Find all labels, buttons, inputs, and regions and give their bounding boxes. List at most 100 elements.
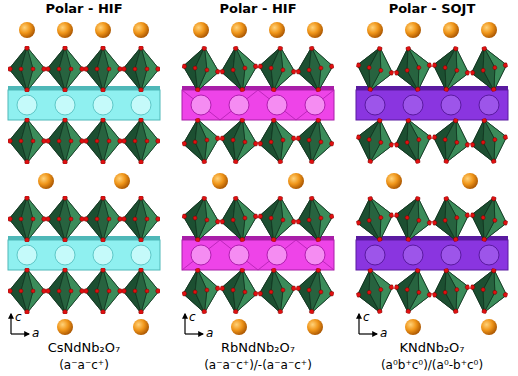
cation-sphere bbox=[481, 319, 497, 335]
structure-panel bbox=[8, 22, 161, 335]
structure-panel bbox=[178, 22, 337, 335]
octahedron bbox=[46, 118, 85, 165]
octahedron bbox=[427, 114, 475, 168]
axis-arrow bbox=[185, 333, 203, 334]
axis-arrow bbox=[10, 314, 11, 334]
layer-band-top bbox=[182, 86, 334, 90]
a-site-atom bbox=[17, 95, 37, 115]
cation-sphere bbox=[231, 22, 247, 38]
octahedron bbox=[122, 196, 161, 243]
cation-sphere bbox=[386, 173, 402, 189]
cation-sphere bbox=[307, 22, 323, 38]
a-site-atom bbox=[267, 95, 287, 115]
layer-band-top bbox=[182, 236, 334, 240]
cation-sphere bbox=[405, 22, 421, 38]
octahedron bbox=[178, 265, 223, 317]
cation-sphere bbox=[212, 173, 228, 189]
axis-arrow bbox=[184, 314, 185, 334]
octahedron bbox=[178, 43, 223, 95]
octahedron bbox=[254, 43, 299, 95]
octahedron bbox=[427, 42, 475, 96]
octahedron bbox=[389, 264, 437, 318]
panel-title: Polar - SOJT bbox=[389, 1, 476, 17]
tilt-pattern: (a⁰b⁺c⁰)/(a⁰-b⁺c⁰) bbox=[381, 358, 483, 372]
cation-sphere bbox=[38, 173, 54, 189]
octahedron bbox=[465, 264, 513, 318]
octahedron bbox=[46, 196, 85, 243]
axis-arrow bbox=[358, 314, 359, 334]
axis-label: a bbox=[206, 326, 213, 340]
octahedron bbox=[46, 268, 85, 315]
a-site-atom bbox=[403, 245, 423, 265]
cation-sphere bbox=[57, 319, 73, 335]
octahedron bbox=[216, 193, 261, 245]
structure-panel bbox=[351, 22, 513, 335]
layer-band bbox=[356, 90, 508, 120]
axis-arrow bbox=[11, 333, 29, 334]
octahedron bbox=[84, 196, 123, 243]
octahedron bbox=[351, 264, 399, 318]
cation-sphere bbox=[481, 22, 497, 38]
cation-sphere bbox=[462, 173, 478, 189]
cation-sphere bbox=[133, 22, 149, 38]
compound-formula: KNdNb₂O₇ bbox=[399, 340, 464, 356]
octahedron bbox=[351, 42, 399, 96]
cation-sphere bbox=[443, 22, 459, 38]
octahedron bbox=[216, 43, 261, 95]
cation-sphere bbox=[133, 319, 149, 335]
layer-band bbox=[182, 90, 334, 120]
cation-sphere bbox=[95, 22, 111, 38]
cation-sphere bbox=[307, 319, 323, 335]
octahedron bbox=[84, 268, 123, 315]
a-site-atom bbox=[479, 95, 499, 115]
octahedron bbox=[46, 46, 85, 93]
a-site-atom bbox=[229, 95, 249, 115]
axis-label: c bbox=[15, 310, 22, 324]
cation-sphere bbox=[288, 173, 304, 189]
a-site-atom bbox=[305, 245, 325, 265]
octahedron bbox=[292, 193, 337, 245]
octahedron bbox=[427, 192, 475, 246]
a-site-atom bbox=[17, 245, 37, 265]
a-site-atom bbox=[131, 245, 151, 265]
compound-formula: RbNdNb₂O₇ bbox=[221, 340, 295, 356]
a-site-atom bbox=[131, 95, 151, 115]
a-site-atom bbox=[93, 245, 113, 265]
cation-sphere bbox=[193, 22, 209, 38]
a-site-atom bbox=[403, 95, 423, 115]
octahedron bbox=[351, 192, 399, 246]
octahedron bbox=[254, 265, 299, 317]
a-site-atom bbox=[441, 95, 461, 115]
octahedron bbox=[254, 193, 299, 245]
a-site-atom bbox=[191, 245, 211, 265]
octahedron bbox=[216, 115, 261, 167]
a-site-atom bbox=[191, 95, 211, 115]
tilt-pattern: (a⁻a⁻c⁺) bbox=[59, 358, 109, 372]
layer-band bbox=[8, 90, 160, 120]
a-site-atom bbox=[479, 245, 499, 265]
a-site-atom bbox=[365, 95, 385, 115]
octahedron bbox=[351, 114, 399, 168]
band-edge bbox=[182, 240, 334, 270]
panel-title: Polar - HIF bbox=[219, 1, 296, 17]
a-site-atom bbox=[365, 245, 385, 265]
octahedron bbox=[389, 192, 437, 246]
axis-label: a bbox=[32, 326, 39, 340]
octahedron bbox=[8, 268, 47, 315]
octahedron bbox=[292, 265, 337, 317]
cation-sphere bbox=[19, 22, 35, 38]
octahedron bbox=[178, 193, 223, 245]
octahedron bbox=[178, 115, 223, 167]
cation-sphere bbox=[269, 22, 285, 38]
layer-band bbox=[8, 240, 160, 270]
octahedron bbox=[84, 46, 123, 93]
a-site-atom bbox=[93, 95, 113, 115]
octahedron bbox=[8, 196, 47, 243]
octahedron bbox=[465, 192, 513, 246]
panel-title: Polar - HIF bbox=[45, 1, 122, 17]
cation-sphere bbox=[367, 22, 383, 38]
layer-band bbox=[182, 240, 334, 270]
octahedron bbox=[254, 115, 299, 167]
octahedron bbox=[8, 46, 47, 93]
